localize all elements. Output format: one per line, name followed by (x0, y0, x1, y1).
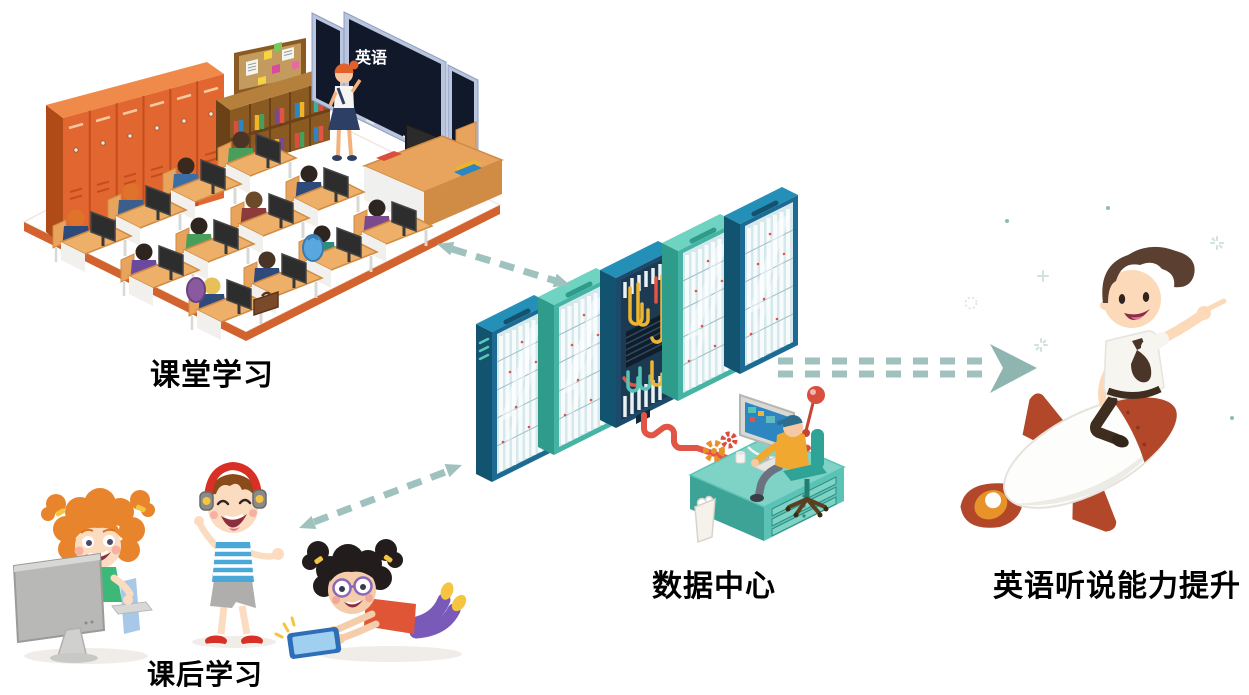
sparkles (964, 206, 1234, 420)
rack-cables (622, 274, 664, 393)
gears-icon (703, 431, 738, 462)
open-server-rack (600, 241, 674, 428)
label-data-center: 数据中心 (652, 570, 776, 603)
round-glasses (332, 576, 373, 598)
label-classroom: 课堂学习 (150, 359, 274, 392)
teacher-figure (328, 60, 362, 161)
after-class-illustration (12, 461, 467, 664)
boy-with-headphones (194, 461, 284, 647)
desktop-monitor-back (12, 552, 106, 663)
boy-figure (1090, 246, 1227, 448)
girl-at-computer (12, 488, 155, 663)
backpacks (186, 234, 324, 317)
data-center-illustration (472, 175, 846, 544)
trash-bin (694, 495, 716, 544)
server-rack-row (476, 187, 798, 482)
red-headphones (199, 461, 267, 511)
label-after-class: 课后学习 (147, 659, 264, 690)
bookshelf (216, 70, 331, 170)
classroom-illustration: 英语 (22, 11, 504, 342)
server-rack (724, 187, 798, 374)
tablet (287, 627, 342, 659)
outcome-illustration (960, 206, 1234, 532)
girl-with-tablet (274, 539, 467, 659)
red-network-cable (641, 412, 754, 469)
rocket (960, 393, 1177, 532)
operator-figure (750, 415, 829, 518)
desk-lamp (802, 386, 825, 437)
label-outcome: 英语听说能力提升 (993, 570, 1241, 603)
blackboard-text: 英语 (354, 48, 387, 67)
